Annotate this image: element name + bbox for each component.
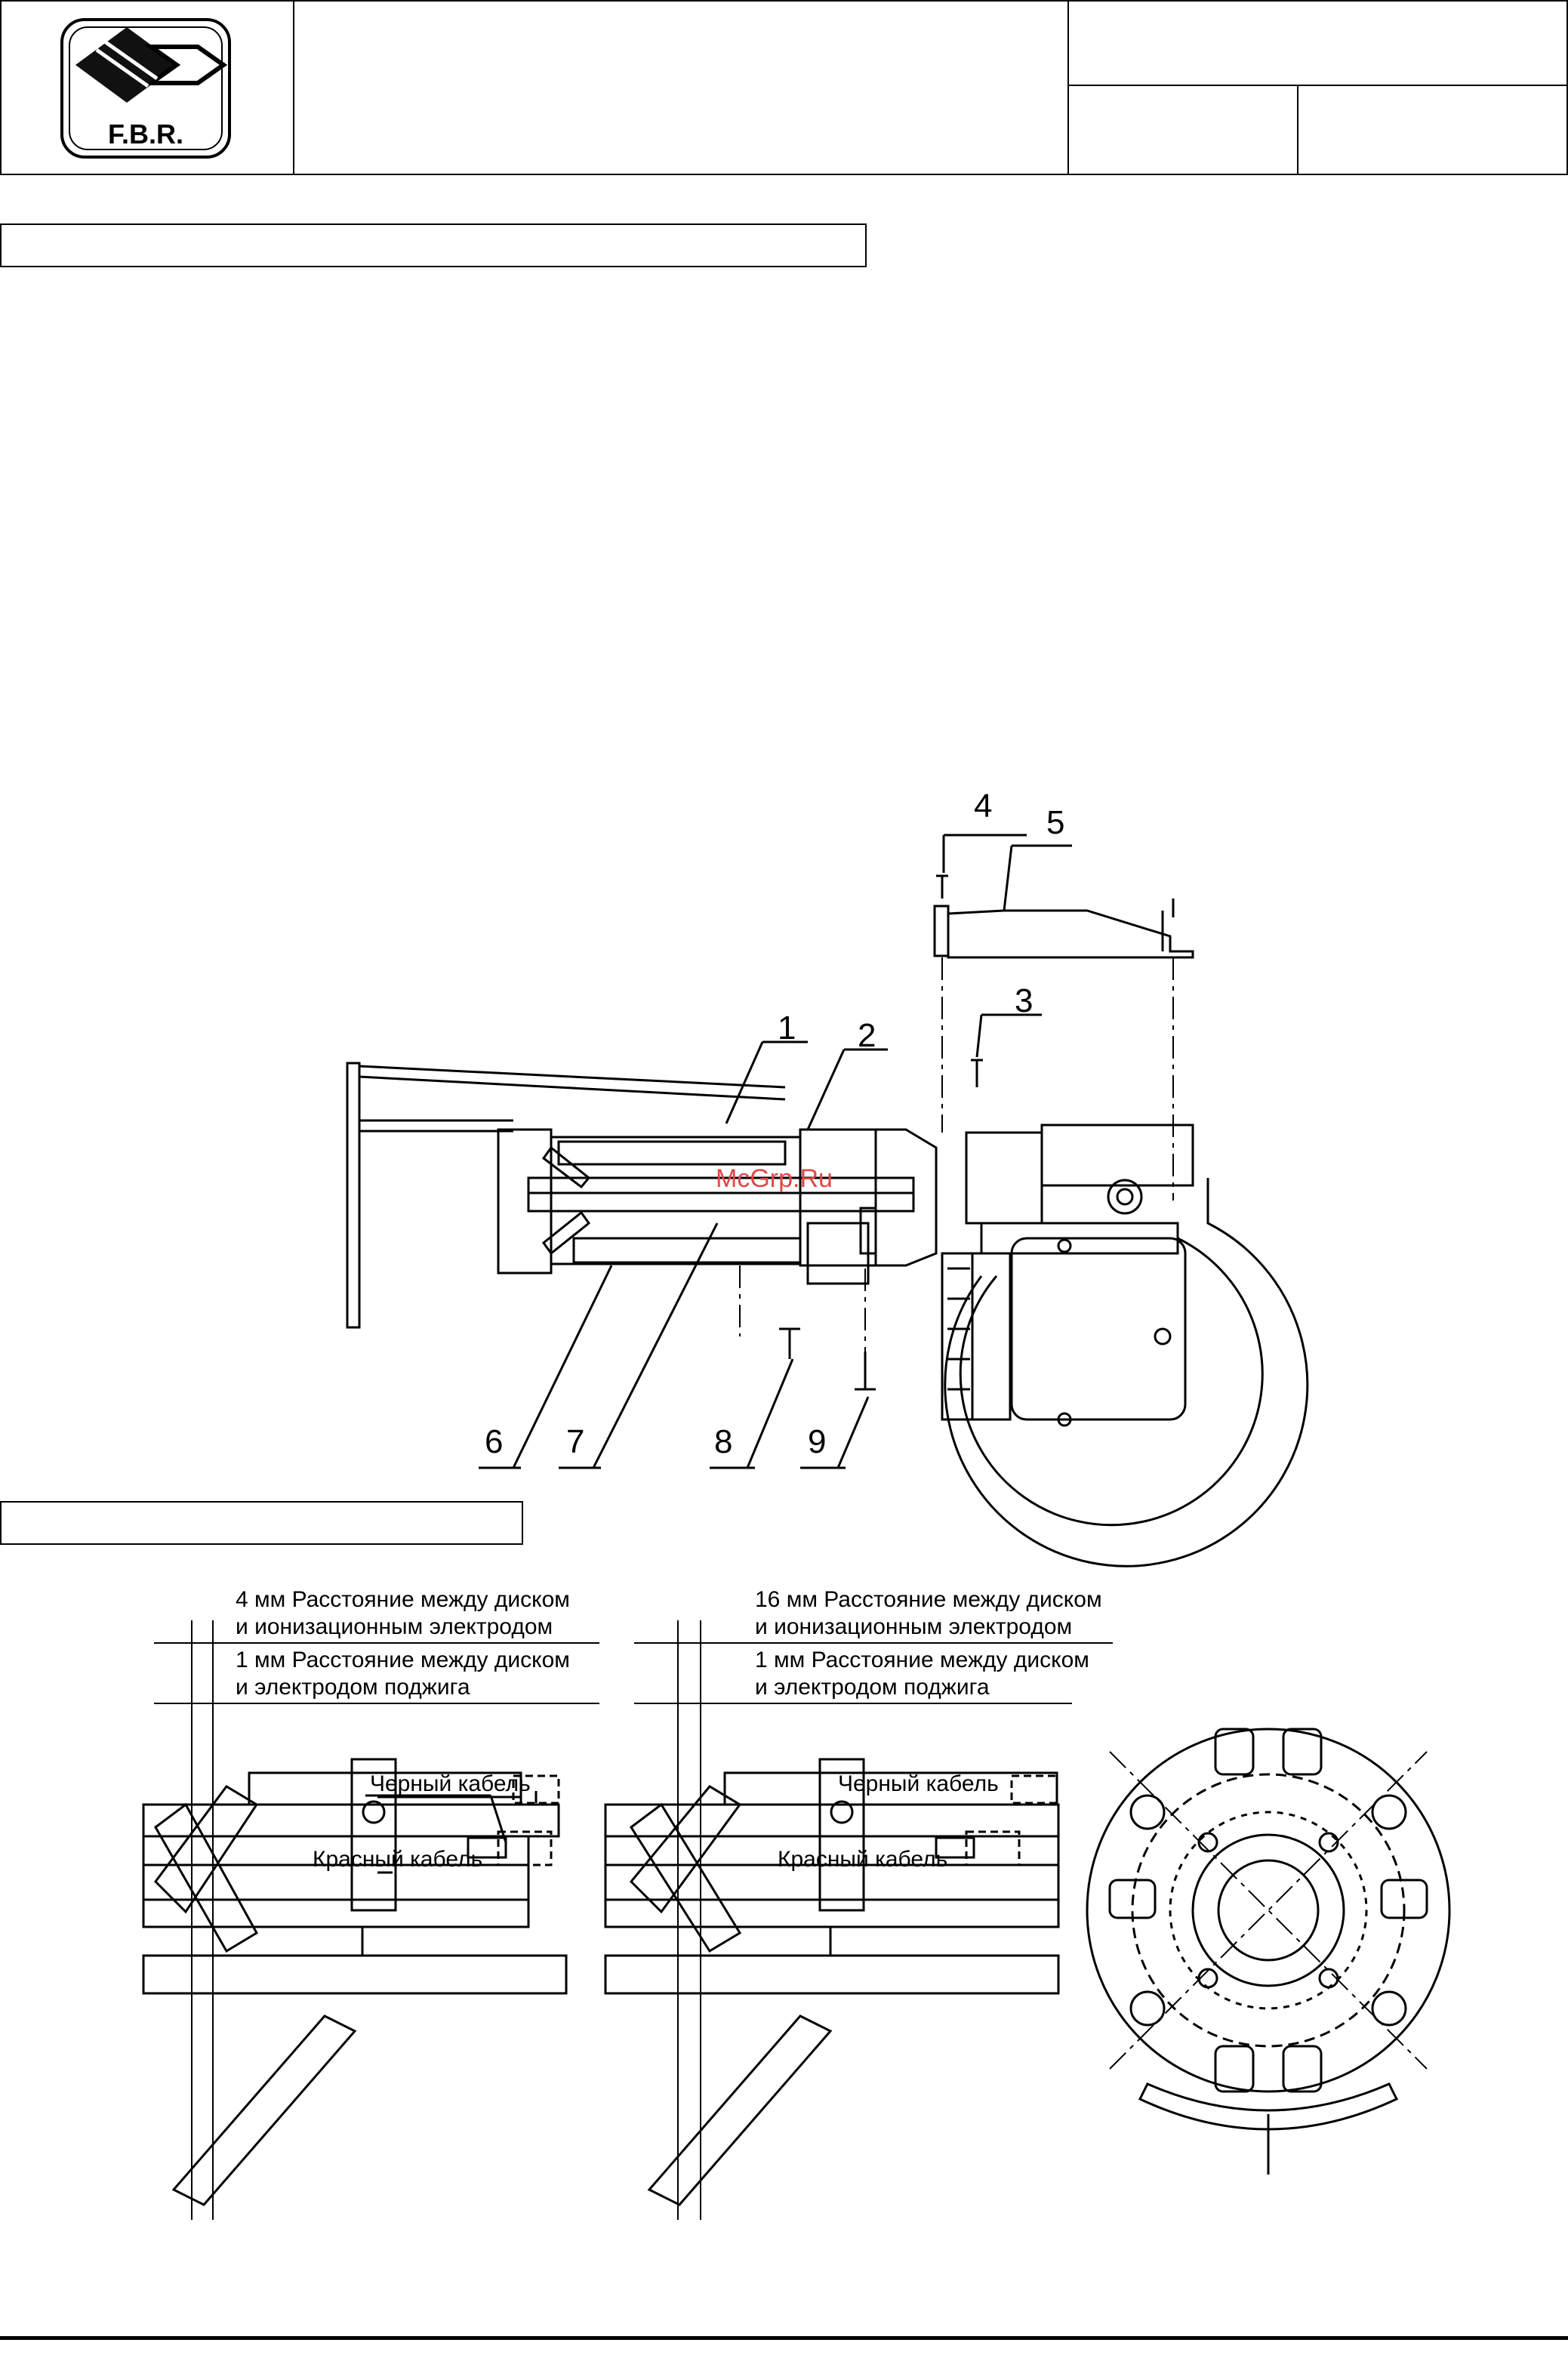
left-dist-ion-1: 4 мм Расстояние между диском: [236, 1587, 570, 1612]
callout-5: 5: [1046, 804, 1064, 841]
watermark: McGrp.Ru: [716, 1164, 833, 1193]
burner-assembly-drawing: [346, 834, 1309, 1567]
callout-1: 1: [778, 1010, 796, 1046]
callout-4: 4: [974, 788, 992, 825]
section-title-box-1: [0, 223, 867, 267]
section-title-box-2: [0, 1501, 523, 1545]
left-black-cable: Черный кабель: [370, 1771, 531, 1796]
callout-6: 6: [485, 1423, 503, 1460]
left-dist-ign-1: 1 мм Расстояние между диском: [236, 1648, 570, 1672]
electrode-detail-right: [604, 1620, 1113, 2220]
bottom-rule: [0, 2336, 1568, 2340]
fbr-logo: F.B.R.: [60, 18, 231, 159]
right-black-cable: Черный кабель: [838, 1771, 999, 1796]
left-red-cable: Красный кабель: [313, 1847, 482, 1872]
swirl-disk-front-view: [1086, 1728, 1451, 2175]
right-dist-ign-2: и электродом поджига: [755, 1675, 990, 1700]
callout-8: 8: [714, 1423, 732, 1460]
electrode-detail-left: [142, 1620, 599, 2220]
left-dist-ion-2: и ионизационным электродом: [236, 1614, 553, 1639]
header-page-cell: [1297, 85, 1568, 175]
callout-3: 3: [1015, 982, 1033, 1019]
right-dist-ion-1: 16 мм Расстояние между диском: [755, 1587, 1102, 1612]
right-red-cable: Красный кабель: [778, 1847, 947, 1872]
callout-7: 7: [566, 1423, 584, 1460]
callout-9: 9: [808, 1423, 826, 1460]
logo-text: F.B.R.: [108, 119, 183, 149]
left-dist-ign-2: и электродом поджига: [236, 1675, 470, 1700]
callout-2: 2: [858, 1017, 876, 1054]
right-dist-ion-2: и ионизационным электродом: [755, 1614, 1072, 1639]
right-dist-ign-1: 1 мм Расстояние между диском: [755, 1648, 1089, 1672]
